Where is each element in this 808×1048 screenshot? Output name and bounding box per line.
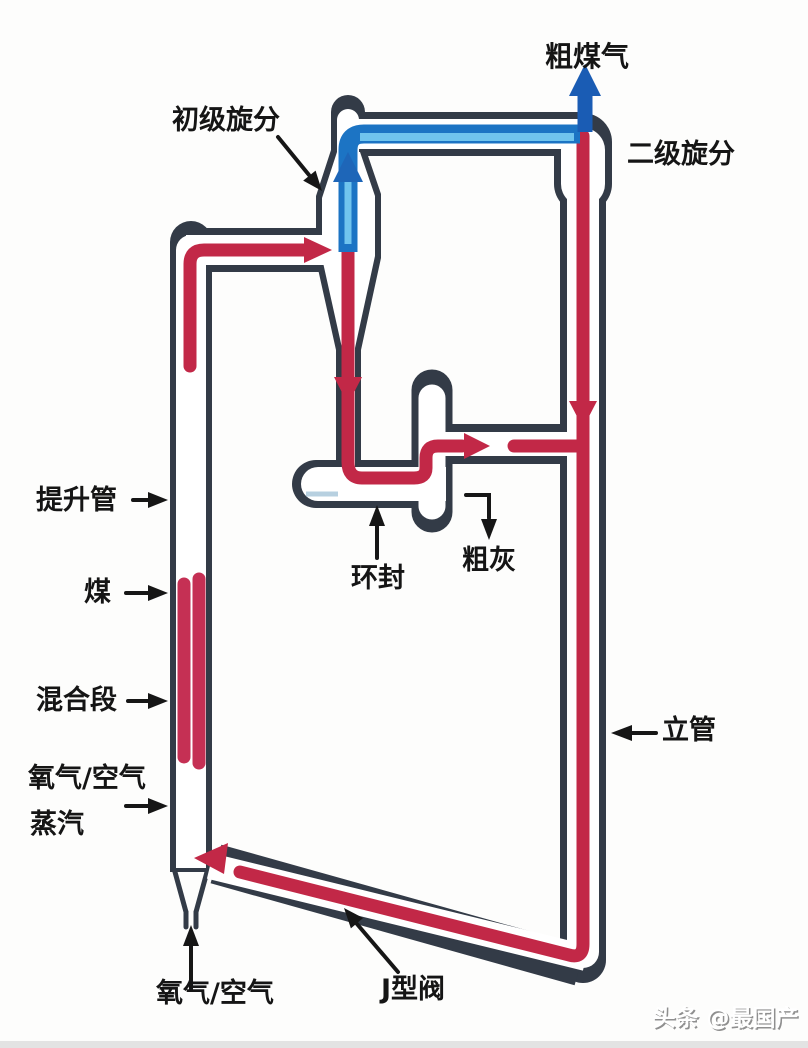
label-coarse-ash: 粗灰 (462, 545, 516, 576)
j-valve-arrowhead (344, 908, 364, 929)
cyclone-dipleg-seal-flow-line (341, 245, 469, 485)
watermark-front-text: 头条 @最国产 (652, 1005, 798, 1032)
bottom-edge-strip (0, 1041, 808, 1048)
flow-arrowhead-into-riser (194, 843, 228, 874)
label-coal: 煤 (84, 577, 111, 608)
coarse-ash-arrowhead (481, 519, 497, 540)
label-raw-gas: 粗煤气 (545, 40, 629, 73)
flow-arrowhead-into-cyclone (304, 237, 332, 263)
label-oxygen-air-side: 氧气/空气 (27, 762, 146, 794)
raw-gas-exit-arrowhead (569, 64, 601, 96)
j-valve-arrow-shaft (355, 922, 400, 974)
primary-cyclone-arrowhead (303, 170, 322, 191)
oxygen-steam-arrowhead (148, 798, 168, 814)
watermark: 头条 @最国产 头条 @最国产 (652, 1005, 800, 1034)
cone-right-wall (193, 869, 210, 915)
coal-arrowhead (148, 585, 168, 601)
gas-flow-blue (306, 64, 601, 497)
riser-top-flow-line (183, 243, 311, 373)
riser-arrowhead (148, 492, 168, 508)
mixing-arrowhead (148, 693, 168, 709)
label-riser: 提升管 (36, 485, 117, 516)
standpipe-jvalve-flow-line (233, 129, 590, 963)
labels: 粗煤气 初级旋分 二级旋分 提升管 煤 混合段 氧气/空气 蒸汽 环封 粗灰 立… (27, 40, 735, 1009)
label-oxygen-air-bottom: 氧气/空气 (155, 977, 274, 1009)
label-secondary-cyclone: 二级旋分 (627, 138, 735, 170)
label-primary-cyclone: 初级旋分 (172, 104, 280, 136)
label-standpipe: 立管 (662, 714, 716, 746)
label-steam: 蒸汽 (30, 809, 84, 840)
flow-arrowhead-down-standpipe (569, 401, 597, 428)
label-arrows (124, 135, 658, 992)
flow-arrowhead-down-dipleg (334, 377, 362, 404)
solids-flow-red (177, 129, 597, 963)
primary-cyclone-arrow-shaft (276, 135, 311, 177)
loop-seal-arrowhead (369, 505, 385, 526)
cone-left-wall (172, 869, 189, 915)
coarse-ash-bent-arrow-shaft (464, 493, 491, 520)
gas-arrowhead-up-cyclone (333, 152, 363, 182)
flow-arrowhead-seal-duct (464, 433, 490, 459)
riser-bottom-cone (172, 869, 210, 930)
watermark-shadow-text: 头条 @最国产 (654, 1006, 800, 1033)
label-loop-seal: 环封 (351, 563, 405, 594)
label-mixing-section: 混合段 (36, 684, 117, 716)
label-j-valve: J型阀 (379, 974, 445, 1005)
standpipe-arrowhead (611, 725, 632, 741)
bottom-oxygen-arrowhead (183, 925, 199, 946)
